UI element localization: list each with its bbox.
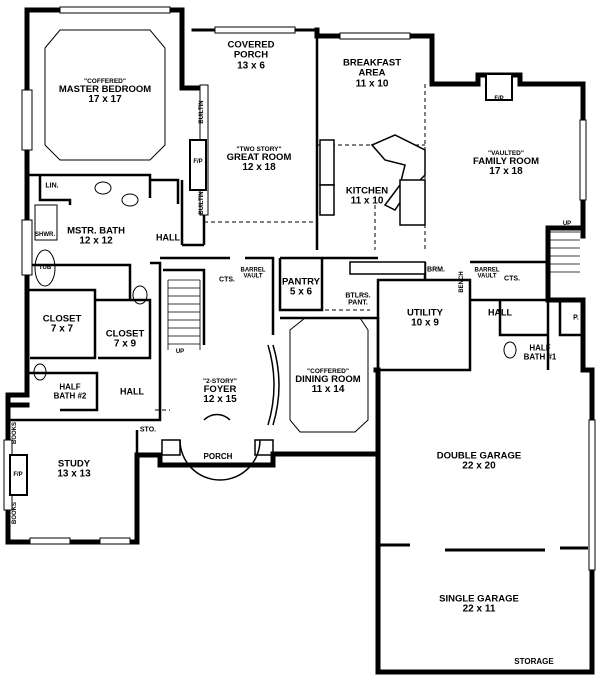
covered-porch-name: COVERED PORCH — [227, 39, 275, 61]
breakfast-name: BREAKFAST AREA — [342, 57, 402, 79]
great-room-dim: 12 x 18 — [242, 162, 276, 174]
builtin-bottom-label: BUILTIN — [199, 191, 205, 215]
family-room-label: "VAULTED" FAMILY ROOM 17 x 18 — [473, 150, 539, 178]
dining-name: DINING ROOM — [295, 373, 361, 385]
hall-left-label: HALL — [156, 232, 180, 243]
single-garage-label: SINGLE GARAGE 22 x 11 — [439, 594, 519, 615]
great-room-label: "TWO STORY" GREAT ROOM 12 x 18 — [227, 146, 292, 174]
kitchen-fixtures — [319, 134, 426, 275]
double-garage-dim: 22 x 20 — [462, 460, 496, 472]
half-bath-2-label: HALF BATH #2 — [52, 382, 88, 400]
single-garage-name: SINGLE GARAGE — [439, 593, 519, 605]
pantry-name: PANTRY — [282, 276, 320, 288]
covered-porch-label: COVERED PORCH 13 x 6 — [221, 40, 281, 71]
pantry-dim: 5 x 6 — [289, 286, 313, 298]
family-room-qual: "VAULTED" — [488, 149, 524, 157]
kitchen-name: KITCHEN — [345, 185, 389, 197]
study-name: STUDY — [57, 458, 91, 470]
family-room-dim: 17 x 18 — [489, 166, 523, 178]
open-area-lines — [155, 84, 426, 411]
closet-b-dim: 7 x 9 — [113, 338, 137, 350]
dining-qual: "COFFERED" — [307, 367, 349, 375]
shwr-label: SHWR. — [35, 231, 55, 238]
master-bedroom-label: "COFFERED" MASTER BEDROOM 17 x 17 — [59, 78, 151, 106]
family-room-name: FAMILY ROOM — [473, 155, 539, 167]
foyer-qual: "2-STORY" — [203, 377, 237, 385]
master-bedroom-qual: "COFFERED" — [84, 77, 126, 85]
study-dim: 13 x 13 — [57, 468, 91, 480]
mstr-bath-label: MSTR. BATH 12 x 12 — [67, 226, 125, 247]
sto-label: STO. — [139, 426, 157, 434]
dining-dim: 11 x 14 — [311, 384, 345, 396]
barrel-right-label: BARREL VAULT — [474, 267, 500, 280]
covered-porch-dim: 13 x 6 — [237, 59, 265, 71]
brm-label: BRM. — [427, 266, 445, 274]
fireplaces — [9, 75, 513, 496]
closet-b-name: CLOSET — [105, 328, 145, 340]
mstr-bath-name: MSTR. BATH — [67, 225, 125, 237]
double-garage-label: DOUBLE GARAGE 22 x 20 — [437, 451, 521, 472]
half-bath-2-name: HALF BATH #2 — [53, 382, 87, 400]
cts-right-label: CTS. — [504, 275, 520, 283]
breakfast-label: BREAKFAST AREA 11 x 10 — [342, 58, 402, 89]
single-garage-dim: 22 x 11 — [462, 603, 496, 615]
pantry-label: PANTRY 5 x 6 — [282, 277, 320, 298]
books-bottom-label: BOOKS — [12, 501, 18, 525]
builtin-top-label: BUILTIN — [199, 100, 205, 124]
utility-label: UTILITY 10 x 9 — [407, 308, 443, 329]
storage-label: STORAGE — [514, 656, 554, 666]
hall-study-label: HALL — [120, 386, 144, 397]
foyer-name: FOYER — [203, 383, 237, 395]
interior-walls — [8, 36, 583, 455]
closet-b-label: CLOSET 7 x 9 — [106, 329, 145, 350]
btlrs-label: BTLRS. PANT. — [345, 292, 371, 307]
fp-family-label: F/P — [494, 95, 504, 102]
porch-shapes — [161, 344, 280, 481]
closet-a-name: CLOSET — [42, 313, 82, 325]
cts-left-label: CTS. — [219, 276, 235, 284]
fp-great-label: F/P — [193, 158, 203, 165]
great-room-name: GREAT ROOM — [226, 151, 292, 163]
closet-a-dim: 7 x 7 — [50, 323, 74, 335]
up-left-label: UP — [175, 348, 185, 355]
great-room-qual: "TWO STORY" — [236, 145, 282, 153]
foyer-dim: 12 x 15 — [203, 394, 237, 406]
barrel-left-label: BARREL VAULT — [240, 267, 266, 280]
kitchen-dim: 11 x 10 — [350, 195, 384, 207]
fp-study-label: F/P — [13, 471, 23, 478]
hall-right-label: HALL — [488, 307, 512, 318]
p-label: P. — [573, 314, 579, 322]
master-bedroom-name: MASTER BEDROOM — [58, 83, 152, 95]
dining-label: "COFFERED" DINING ROOM 11 x 14 — [295, 368, 360, 396]
master-bedroom-dim: 17 x 17 — [88, 94, 122, 106]
tub-label: TUB — [38, 264, 52, 271]
lin-label: LIN. — [45, 182, 59, 190]
bench-label: BENCH — [459, 271, 465, 293]
utility-dim: 10 x 9 — [411, 317, 439, 329]
double-garage-name: DOUBLE GARAGE — [436, 450, 522, 462]
kitchen-label: KITCHEN 11 x 10 — [346, 186, 388, 207]
coffered-ceilings — [44, 29, 369, 433]
stairs — [167, 228, 580, 350]
up-right-label: UP — [562, 220, 572, 227]
mstr-bath-dim: 12 x 12 — [79, 235, 113, 247]
half-bath-1-name: HALF BATH #1 — [523, 343, 557, 361]
bath-fixtures — [33, 181, 517, 381]
utility-name: UTILITY — [407, 307, 443, 319]
garage-doors — [380, 543, 588, 552]
half-bath-1-label: HALF BATH #1 — [523, 343, 557, 361]
foyer-label: "2-STORY" FOYER 12 x 15 — [203, 378, 237, 406]
books-top-label: BOOKS — [12, 421, 18, 445]
breakfast-dim: 11 x 10 — [355, 77, 389, 89]
porch-label: PORCH — [203, 451, 233, 461]
closet-a-label: CLOSET 7 x 7 — [43, 314, 82, 335]
study-label: STUDY 13 x 13 — [57, 459, 90, 480]
